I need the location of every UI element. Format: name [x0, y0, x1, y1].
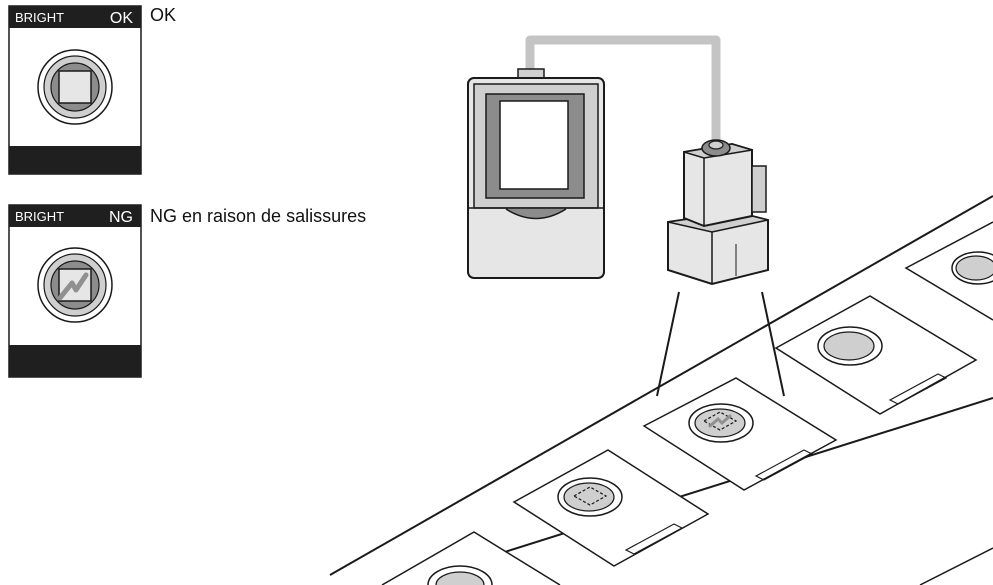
panel-ng-header: BRIGHT [15, 209, 64, 224]
tray-outline [381, 531, 561, 585]
conveyor-edge-top [329, 195, 993, 576]
panel-ng-footer-bar [9, 345, 141, 377]
caption-ng: NG en raison de salissures [150, 206, 366, 226]
conveyor-tray-icon [904, 221, 993, 321]
caption-ok: OK [150, 5, 176, 25]
tray-part-inspected [642, 377, 838, 491]
panel-ok-status: OK [110, 10, 133, 27]
inspection-window [702, 411, 738, 431]
tray-part-bottom [381, 531, 561, 585]
panel-ng-part-view [37, 247, 113, 323]
field-of-view-left [656, 291, 680, 397]
tray-part-right [774, 295, 978, 415]
dirt-smudge-icon [57, 272, 89, 301]
controller-screen [499, 100, 569, 190]
panel-ok-part-view [37, 49, 113, 125]
panel-ok: BRIGHT OK [8, 5, 142, 175]
sensor-side-tab [751, 165, 767, 213]
panel-ng-header-bar [9, 205, 141, 227]
tray-slot [888, 373, 948, 405]
vision-controller-icon [467, 68, 605, 279]
part-previous [563, 482, 615, 512]
field-of-view-right [761, 291, 785, 397]
panel-ng-status: NG [109, 209, 133, 226]
tray-part-left [512, 449, 710, 567]
panel-ok-header: BRIGHT [15, 10, 64, 25]
panel-ok-header-bar [9, 6, 141, 28]
tray-slot [754, 449, 814, 481]
panel-ok-footer-bar [9, 146, 141, 174]
panel-ok-square-mark [58, 70, 92, 104]
inspection-window [572, 486, 608, 506]
cable [525, 35, 721, 142]
camera-sensor-icon [667, 139, 769, 286]
part-good [823, 331, 875, 361]
tray-slot [624, 523, 684, 555]
panel-ng: BRIGHT NG [8, 204, 142, 378]
controller-button [505, 208, 567, 220]
dirt-smudge-icon [708, 414, 732, 428]
